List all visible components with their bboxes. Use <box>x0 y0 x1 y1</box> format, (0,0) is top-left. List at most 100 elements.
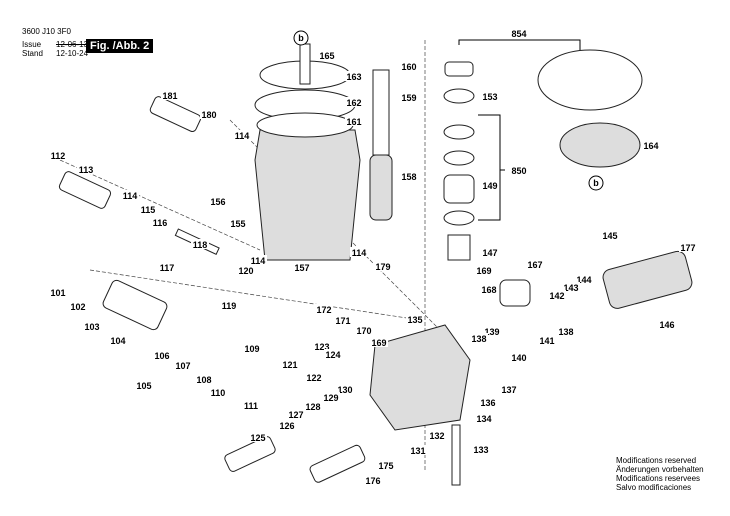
part-label-175: 175 <box>378 461 393 471</box>
cylinder-head <box>369 324 471 431</box>
part-label-bg <box>479 397 497 407</box>
valve-cap <box>444 61 474 77</box>
part-label-bg <box>83 321 101 331</box>
part-label-163: 163 <box>346 72 361 82</box>
part-label-131: 131 <box>410 446 425 456</box>
part-label-bg <box>229 218 247 228</box>
piston <box>372 69 390 156</box>
part-label-156: 156 <box>210 197 225 207</box>
part-label-bg <box>510 352 528 362</box>
valve-ring <box>443 150 475 166</box>
part-label-bg <box>293 262 311 272</box>
part-label-107: 107 <box>175 361 190 371</box>
part-label-bg <box>313 341 331 351</box>
part-label-bg <box>481 91 499 101</box>
valve-insert <box>447 234 471 261</box>
part-label-138: 138 <box>558 327 573 337</box>
part-label-bg <box>233 130 251 140</box>
seal-housing <box>559 122 641 168</box>
part-label-bg <box>510 165 528 175</box>
part-label-149: 149 <box>482 181 497 191</box>
part-label-133: 133 <box>473 445 488 455</box>
part-label-114: 114 <box>251 256 266 266</box>
part-label-bg <box>151 217 169 227</box>
part-label-162: 162 <box>346 98 361 108</box>
cap-167 <box>499 279 531 307</box>
valve-ring <box>443 210 475 226</box>
part-label-140: 140 <box>511 353 526 363</box>
stand-date: 12-10-24 <box>56 49 89 58</box>
part-label-bg <box>510 28 528 38</box>
part-label-bg <box>355 325 373 335</box>
part-label-bg <box>243 343 261 353</box>
part-label-139: 139 <box>484 327 499 337</box>
part-label-bg <box>200 109 218 119</box>
part-label-113: 113 <box>79 165 94 175</box>
part-label-bg <box>139 204 157 214</box>
part-label-bg <box>220 300 238 310</box>
part-label-122: 122 <box>306 373 321 383</box>
part-label-bg <box>642 140 660 150</box>
part-label-bg <box>406 314 424 324</box>
part-label-179: 179 <box>375 262 390 272</box>
part-label-160: 160 <box>401 62 416 72</box>
part-label-bg <box>400 61 418 71</box>
part-label-153: 153 <box>482 92 497 102</box>
valve-sleeve <box>443 174 475 204</box>
part-label-155: 155 <box>230 219 245 229</box>
part-label-147: 147 <box>482 248 497 258</box>
seal-ring <box>256 112 354 138</box>
part-label-134: 134 <box>476 414 491 424</box>
part-label-bg <box>161 90 179 100</box>
part-label-bg <box>481 247 499 257</box>
part-label-157: 157 <box>294 263 309 273</box>
part-label-bg <box>364 475 382 485</box>
note-fr: Modifications reservees <box>616 474 701 483</box>
part-label-bg <box>500 384 518 394</box>
part-label-bg <box>249 255 267 265</box>
part-label-167: 167 <box>527 260 542 270</box>
part-label-bg <box>377 460 395 470</box>
part-label-116: 116 <box>153 218 168 228</box>
part-label-109: 109 <box>244 344 259 354</box>
part-label-bg <box>304 401 322 411</box>
part-label-bg <box>475 413 493 423</box>
inlet-176 <box>309 444 366 483</box>
part-label-bg <box>548 290 566 300</box>
valve-ring <box>443 124 475 140</box>
part-label-bg <box>242 400 260 410</box>
motor-housing <box>254 129 361 261</box>
part-label-138: 138 <box>471 334 486 344</box>
part-label-bg <box>69 301 87 311</box>
part-label-141: 141 <box>539 336 554 346</box>
part-label-159: 159 <box>401 93 416 103</box>
part-label-165: 165 <box>319 51 334 61</box>
part-label-bg <box>562 282 580 292</box>
part-label-118: 118 <box>193 240 208 250</box>
part-label-bg <box>315 304 333 314</box>
part-label-125: 125 <box>250 433 265 443</box>
part-label-bg <box>318 50 336 60</box>
part-label-bg <box>305 372 323 382</box>
part-label-101: 101 <box>50 288 65 298</box>
part-label-bg <box>334 315 352 325</box>
part-label-169: 169 <box>371 338 386 348</box>
outlet-fitting <box>58 171 112 209</box>
part-label-bg <box>475 265 493 275</box>
issue-label: Issue <box>22 40 42 49</box>
part-label-bg <box>191 239 209 249</box>
note-en: Modifications reserved <box>616 456 697 465</box>
part-label-114: 114 <box>123 191 138 201</box>
note-de: Änderungen vorbehalten <box>616 465 704 474</box>
note-es: Salvo modificaciones <box>616 483 692 492</box>
part-label-bg <box>322 392 340 402</box>
part-label-bg <box>538 335 556 345</box>
part-label-bg <box>278 420 296 430</box>
part-label-181: 181 <box>162 91 177 101</box>
part-label-bg <box>557 326 575 336</box>
part-label-180: 180 <box>201 110 216 120</box>
part-label-117: 117 <box>160 263 175 273</box>
part-label-bg <box>374 261 392 271</box>
part-label-129: 129 <box>323 393 338 403</box>
